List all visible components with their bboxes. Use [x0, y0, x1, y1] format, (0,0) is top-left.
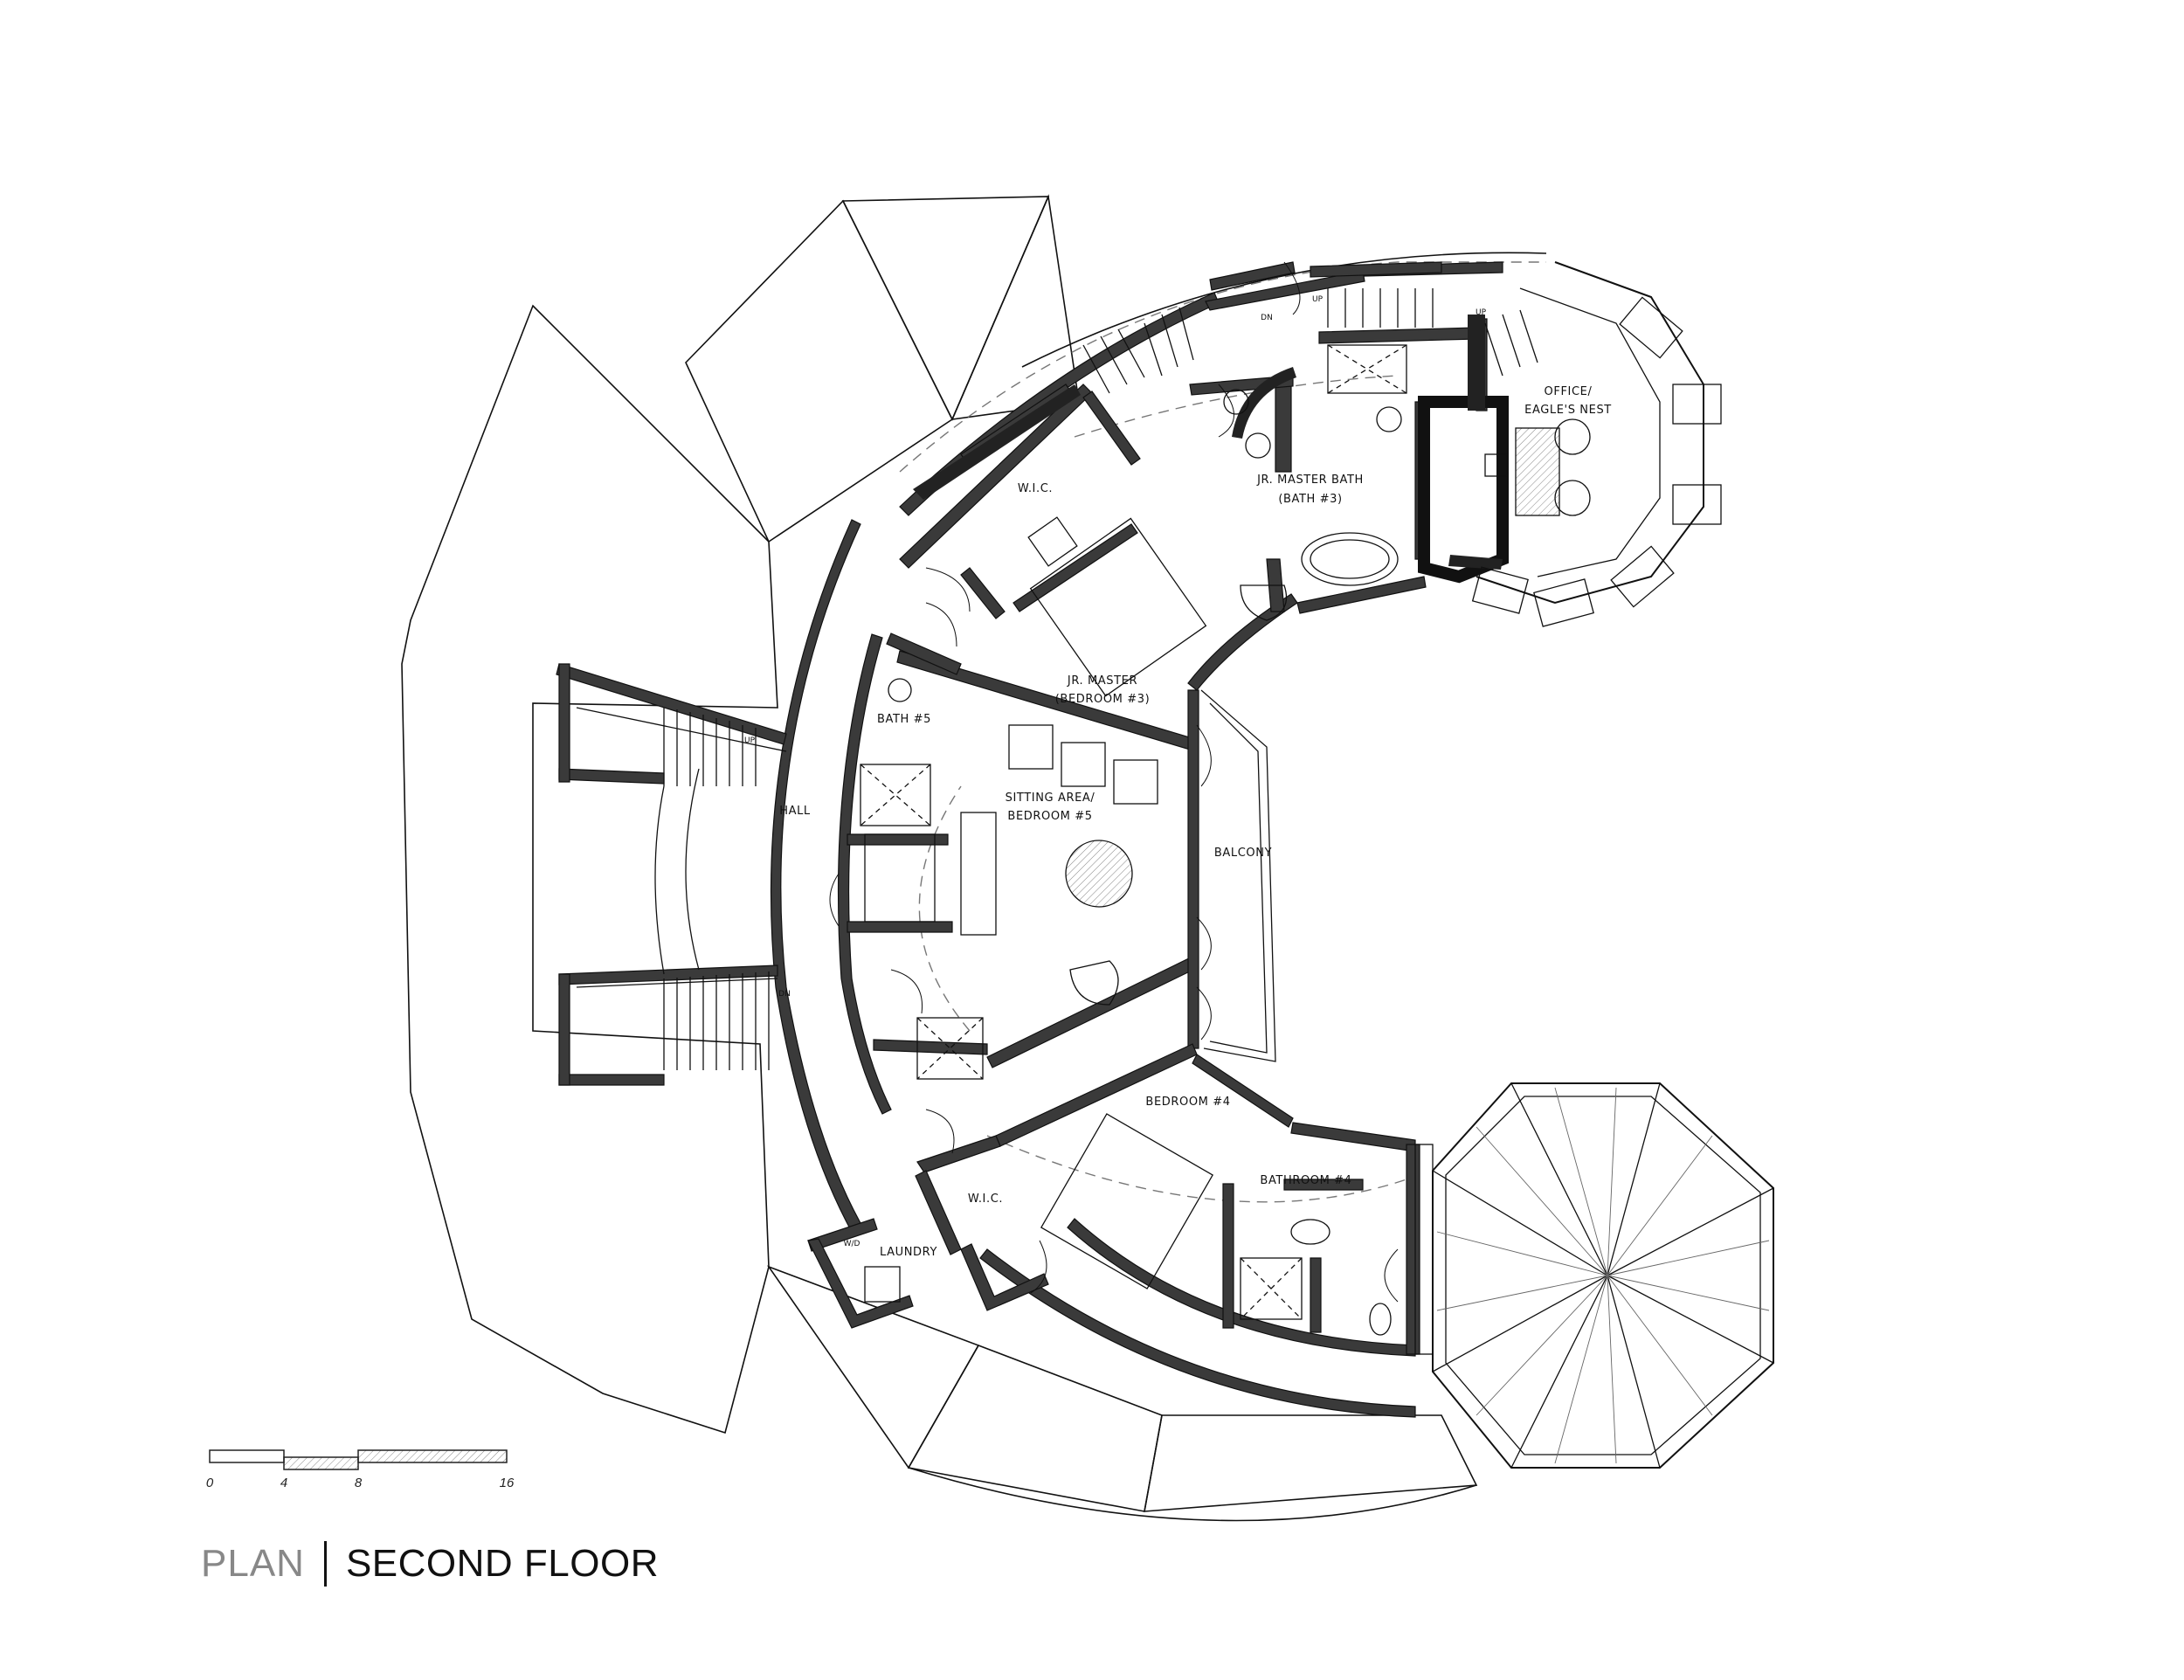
- stair-up-north-label: UP: [1312, 295, 1324, 304]
- scale-tick-4: 4: [280, 1476, 287, 1490]
- wic-south-label: W.I.C.: [968, 1193, 1003, 1206]
- bathroom4-label: BATHROOM #4: [1260, 1174, 1351, 1187]
- stair-up-office-label: UP: [1476, 308, 1487, 317]
- title-prefix: PLAN: [201, 1542, 305, 1585]
- scale-tick-16: 16: [500, 1476, 515, 1490]
- scale-bar: 0 4 8 16: [206, 1449, 515, 1490]
- interior-fixtures: [576, 261, 1774, 1469]
- drawing-title: PLAN SECOND FLOOR: [201, 1538, 659, 1590]
- sitting-area-sublabel: BEDROOM #5: [1007, 810, 1092, 823]
- balcony-label: BALCONY: [1214, 847, 1272, 860]
- title-separator: [323, 1541, 327, 1587]
- stair-up-hall-label: UP: [744, 736, 756, 745]
- stair-dn-hall-label: DN: [778, 990, 791, 999]
- main-walls: [556, 261, 1509, 1418]
- jr-master-label: JR. MASTER: [1067, 674, 1137, 688]
- scale-tick-0: 0: [206, 1476, 214, 1490]
- stair-labels: UP DN DN UP UP: [744, 295, 1487, 999]
- sitting-area-label: SITTING AREA/: [1006, 792, 1095, 805]
- laundry-label: LAUNDRY: [880, 1246, 937, 1259]
- jr-master-bath-sublabel: (BATH #3): [1278, 493, 1342, 506]
- office-label: OFFICE/: [1545, 385, 1593, 398]
- jr-master-bath-label: JR. MASTER BATH: [1256, 474, 1364, 487]
- hall-label: HALL: [779, 805, 811, 818]
- wd-label: W/D: [844, 1240, 860, 1248]
- wic-north-label: W.I.C.: [1018, 482, 1053, 495]
- room-labels: W.I.C. JR. MASTER BATH (BATH #3) OFFICE/…: [779, 385, 1612, 1259]
- bath5-label: BATH #5: [877, 713, 931, 726]
- solid-wall-segments: [913, 315, 1503, 570]
- roof-overhang-outline: [401, 194, 1547, 1522]
- stair-dn-north-label: DN: [1261, 314, 1273, 322]
- scale-tick-8: 8: [355, 1476, 363, 1490]
- office-sublabel: EAGLE'S NEST: [1524, 404, 1612, 417]
- title-floor-name: SECOND FLOOR: [345, 1542, 659, 1585]
- jr-master-sublabel: (BEDROOM #3): [1055, 693, 1151, 706]
- bedroom4-label: BEDROOM #4: [1145, 1096, 1230, 1109]
